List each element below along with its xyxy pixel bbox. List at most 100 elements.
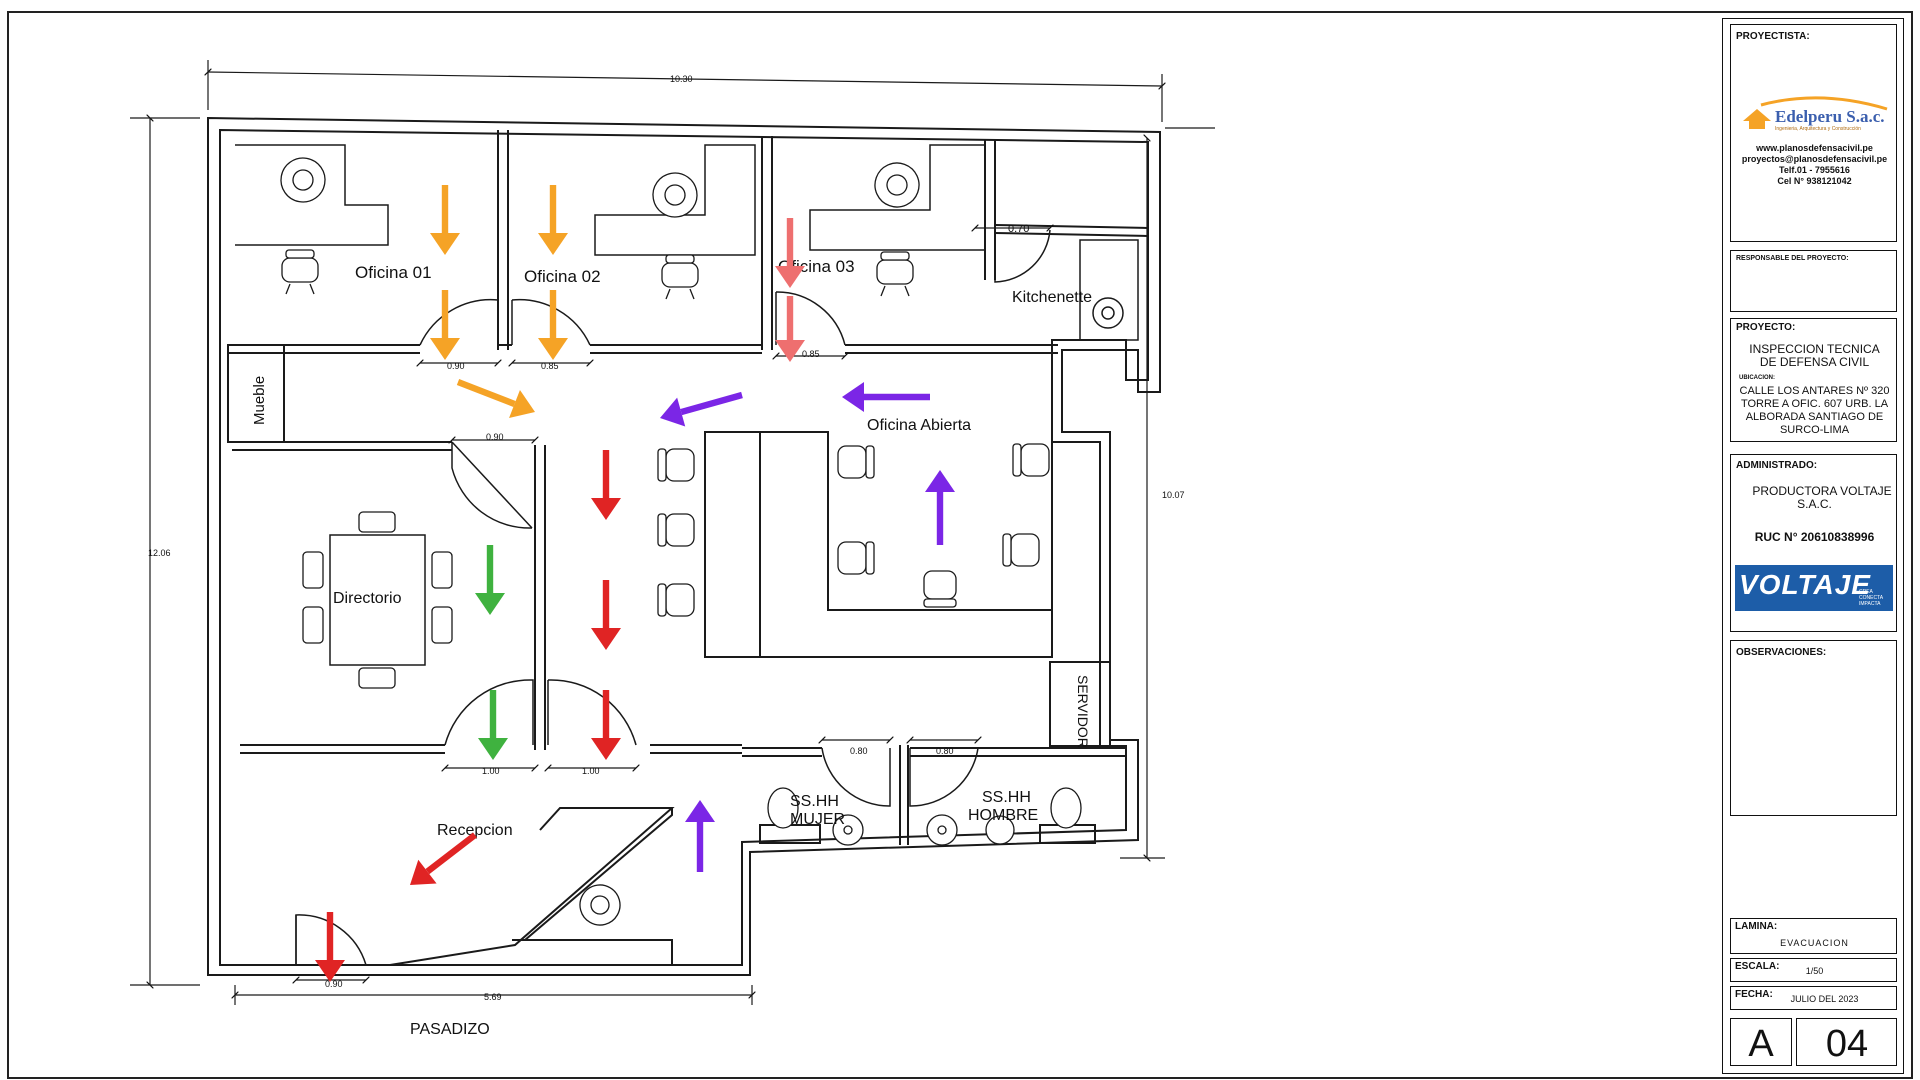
dim-door-dir-top: 0.90 [486,432,504,442]
dim-right-height: 10.07 [1162,490,1185,500]
doors [295,225,1051,966]
walls [207,116,1161,976]
evacuation-arrow-green [478,690,508,760]
evacuation-arrow-pink [775,218,805,288]
tb-admin-line2: S.A.C. [1797,497,1832,511]
tb-lamina: LAMINA: EVACUACION [1730,918,1897,954]
label-pasadizo: PASADIZO [410,1021,490,1038]
tb-administrado-label: ADMINISTRADO: [1736,460,1818,471]
tb-proyecto-line2: DE DEFENSA CIVIL [1759,355,1870,369]
evacuation-arrows [315,185,955,982]
voltaje-tag3: IMPACTA [1859,601,1881,607]
evacuation-arrow-orange [456,379,535,418]
evacuation-arrow-purple [925,470,955,545]
tb-observaciones: OBSERVACIONES: [1730,640,1897,816]
tb-administrado: ADMINISTRADO: PRODUCTORA VOLTAJE S.A.C. … [1730,454,1897,632]
label-sshh-hombre-1: SS.HH [982,789,1031,806]
label-oficina01: Oficina 01 [355,263,432,282]
tb-proyecto-label: PROYECTO: [1736,322,1796,333]
tb-proyecto: PROYECTO: INSPECCION TECNICA DE DEFENSA … [1730,318,1897,442]
furniture [235,144,1139,666]
dim-door-dir-bottom: 1.00 [482,766,500,776]
label-servidor: SERVIDOR [1075,675,1091,748]
dim-bottom-width: 5.69 [484,992,502,1002]
tb-fecha-value: JULIO DEL 2023 [1790,994,1859,1004]
evacuation-arrow-orange [538,185,568,255]
label-sshh-hombre-2: HOMBRE [968,807,1038,824]
tb-fecha: FECHA: JULIO DEL 2023 [1730,986,1897,1010]
label-oficina02: Oficina 02 [524,267,601,286]
dim-door-hall-bottom: 1.00 [582,766,600,776]
evacuation-arrow-orange [430,290,460,360]
evacuation-arrow-pink [775,296,805,362]
evacuation-arrow-purple [660,391,743,427]
tb-sheet-number-box: 04 [1796,1018,1897,1066]
dim-door-kitchen: 0.70 [1008,223,1029,235]
edelperu-logo-mark [1743,96,1888,129]
tb-email: proyectos@planosdefensacivil.pe [1741,154,1888,164]
tb-ubicacion-label: UBICACION: [1739,375,1775,381]
label-sshh-mujer-1: SS.HH [790,793,839,810]
tb-escala-label: ESCALA: [1735,961,1780,972]
tb-ubic-line2: TORRE A OFIC. 607 URB. LA [1740,398,1889,410]
edelperu-logo: Edelperu S.a.c. Ingenieria, Arquitectura… [1741,95,1891,135]
sheet-border [7,11,1913,1079]
tb-admin-line1: PRODUCTORA VOLTAJE [1752,484,1892,498]
dim-door-hombre: 0.80 [936,746,954,756]
dim-door-of01: 0.90 [447,361,465,371]
tb-escala: ESCALA: 1/50 [1730,958,1897,982]
evacuation-arrow-green [475,545,505,615]
dim-door-of03: 0.85 [802,349,820,359]
edelperu-tagline: Ingenieria, Arquitectura y Construcción [1775,126,1861,132]
tb-ruc: RUC N° 20610838996 [1754,530,1875,544]
dim-left-height: 12.06 [148,548,171,558]
tb-responsable-label: RESPONSABLE DEL PROYECTO: [1736,255,1849,262]
dimension-lines [130,60,1215,1005]
tb-sheet-number: 04 [1825,1023,1869,1065]
edelperu-logo-text: Edelperu S.a.c. [1775,107,1885,126]
evacuation-arrow-purple [842,382,930,412]
tb-observaciones-label: OBSERVACIONES: [1736,647,1827,658]
evacuation-arrow-red [591,580,621,650]
tb-sheet-letter-box: A [1730,1018,1792,1066]
tb-responsable: RESPONSABLE DEL PROYECTO: [1730,250,1897,312]
tb-fecha-label: FECHA: [1735,989,1773,1000]
tb-cel: Cel N° 938121042 [1777,176,1852,186]
evacuation-arrow-orange [430,185,460,255]
dim-door-of02: 0.85 [541,361,559,371]
evacuation-arrow-red [315,912,345,982]
tb-ubic-line1: CALLE LOS ANTARES Nº 320 [1739,385,1890,397]
tb-lamina-value: EVACUACION [1780,938,1849,948]
chairs [280,157,1082,926]
evacuation-arrow-red [410,832,477,885]
room-labels: Oficina 01 Oficina 02 Oficina 03 Kitchen… [251,257,1092,1038]
tb-ubic-line3: ALBORADA SANTIAGO DE [1745,411,1884,423]
evacuation-arrow-red [591,450,621,520]
tb-proyectista: PROYECTISTA: Edelperu S.a.c. Ingenieria,… [1730,24,1897,242]
label-mueble: Mueble [251,376,268,425]
evacuation-arrow-red [591,690,621,760]
label-recepcion: Recepcion [437,822,513,839]
label-sshh-mujer-2: MUJER [790,811,845,828]
dimension-labels: 10.30 12.06 10.07 5.69 0.90 0.85 0.85 0.… [148,74,1185,1002]
evacuation-arrow-purple [685,800,715,872]
label-oficina-abierta: Oficina Abierta [867,417,971,434]
label-directorio: Directorio [333,590,402,607]
label-kitchenette: Kitchenette [1012,289,1092,306]
tb-lamina-label: LAMINA: [1735,921,1778,932]
tb-web: www.planosdefensacivil.pe [1756,143,1873,153]
dim-top-width: 10.30 [670,74,693,84]
tb-sheet-letter: A [1748,1023,1774,1065]
voltaje-logo-text: VOLTAJE [1739,569,1871,600]
evacuation-arrow-orange [538,290,568,360]
tb-proyecto-line1: INSPECCION TECNICA [1749,342,1880,356]
tb-ubic-line4: SURCO-LIMA [1779,424,1850,436]
voltaje-tag1: CREA [1859,589,1873,595]
voltaje-logo: VOLTAJE CREA CONECTA IMPACTA [1735,565,1893,611]
dim-door-entrance: 0.90 [325,979,343,989]
dim-door-mujer: 0.80 [850,746,868,756]
voltaje-tag2: CONECTA [1859,595,1884,601]
tb-phone: Telf.01 - 7955616 [1779,165,1850,175]
